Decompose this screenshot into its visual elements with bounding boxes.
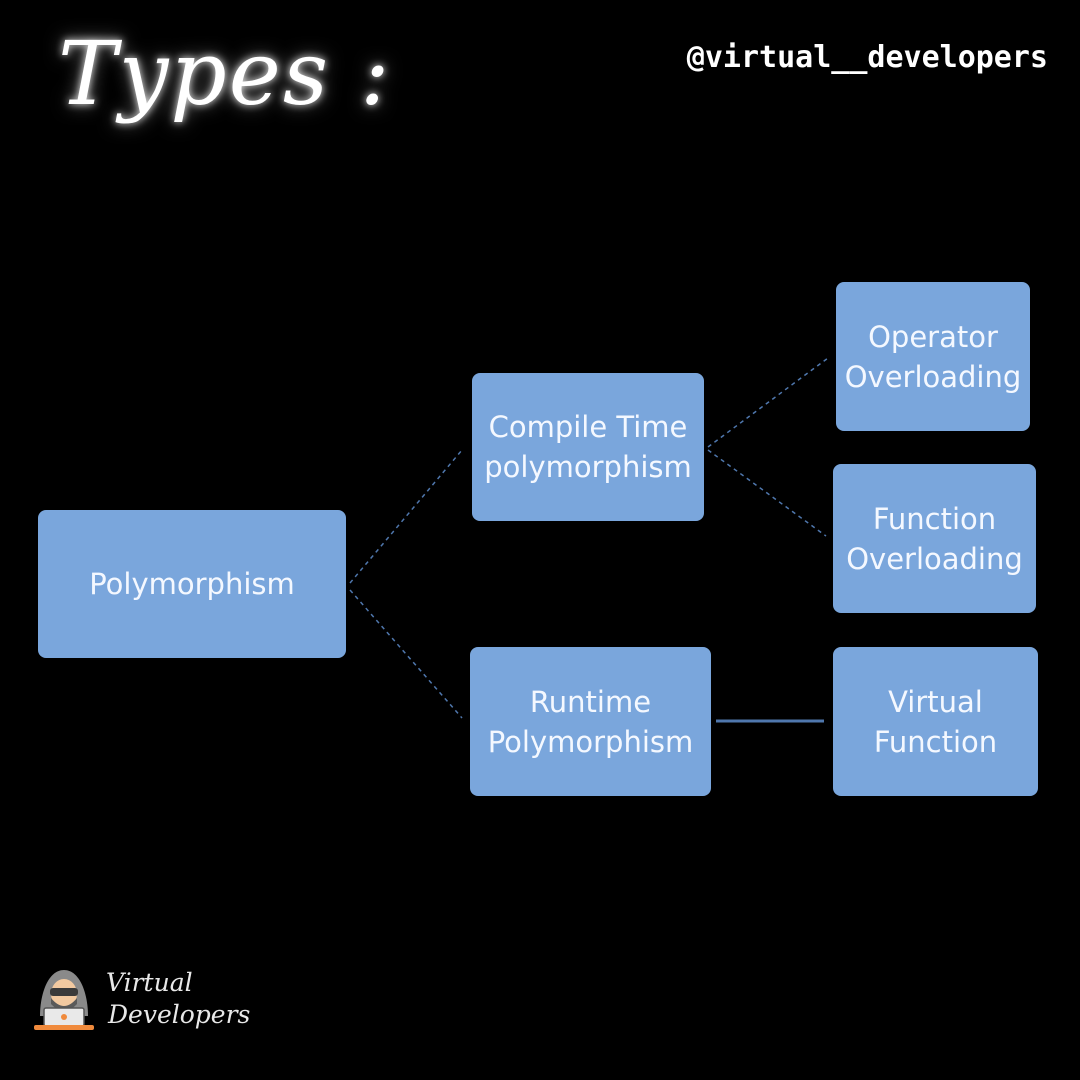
page-title: Types : bbox=[58, 22, 392, 125]
brand-logo: Virtual Developers bbox=[30, 964, 250, 1034]
social-handle: @virtual__developers bbox=[686, 40, 1048, 75]
node-compile-time-polymorphism: Compile Time polymorphism bbox=[472, 373, 704, 521]
node-runtime-polymorphism: Runtime Polymorphism bbox=[470, 647, 711, 796]
connector-root-compile bbox=[349, 449, 463, 584]
connector-compile-operator bbox=[707, 357, 829, 448]
node-polymorphism: Polymorphism bbox=[38, 510, 346, 658]
node-virtual-function: Virtual Function bbox=[833, 647, 1038, 796]
node-operator-overloading: Operator Overloading bbox=[836, 282, 1030, 431]
connector-root-runtime bbox=[349, 589, 463, 719]
brand-line-1: Virtual bbox=[106, 968, 193, 997]
connector-compile-function bbox=[707, 449, 827, 537]
brand-line-2: Developers bbox=[108, 1000, 251, 1029]
node-function-overloading: Function Overloading bbox=[833, 464, 1036, 613]
hacker-avatar-icon bbox=[34, 970, 94, 1030]
